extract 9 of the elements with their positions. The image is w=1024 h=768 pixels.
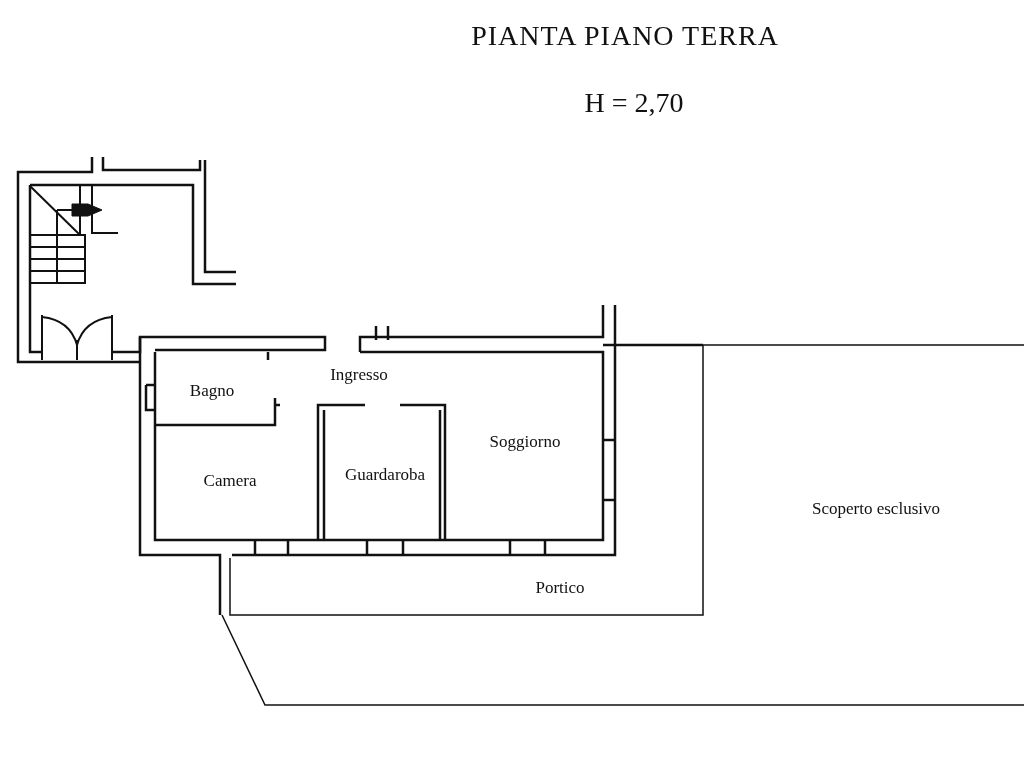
room-label: Ingresso bbox=[330, 365, 388, 385]
area-label: Portico bbox=[535, 578, 585, 598]
room-label: Guardaroba bbox=[344, 465, 426, 485]
area-label: Scoperto esclusivo bbox=[812, 499, 940, 519]
room-label: Soggiorno bbox=[489, 432, 561, 452]
plan-title: PIANTA PIANO TERRA bbox=[471, 20, 779, 52]
room-label: Bagno bbox=[189, 381, 235, 401]
room-label: Camera bbox=[203, 471, 257, 491]
ceiling-height: H = 2,70 bbox=[584, 87, 684, 119]
